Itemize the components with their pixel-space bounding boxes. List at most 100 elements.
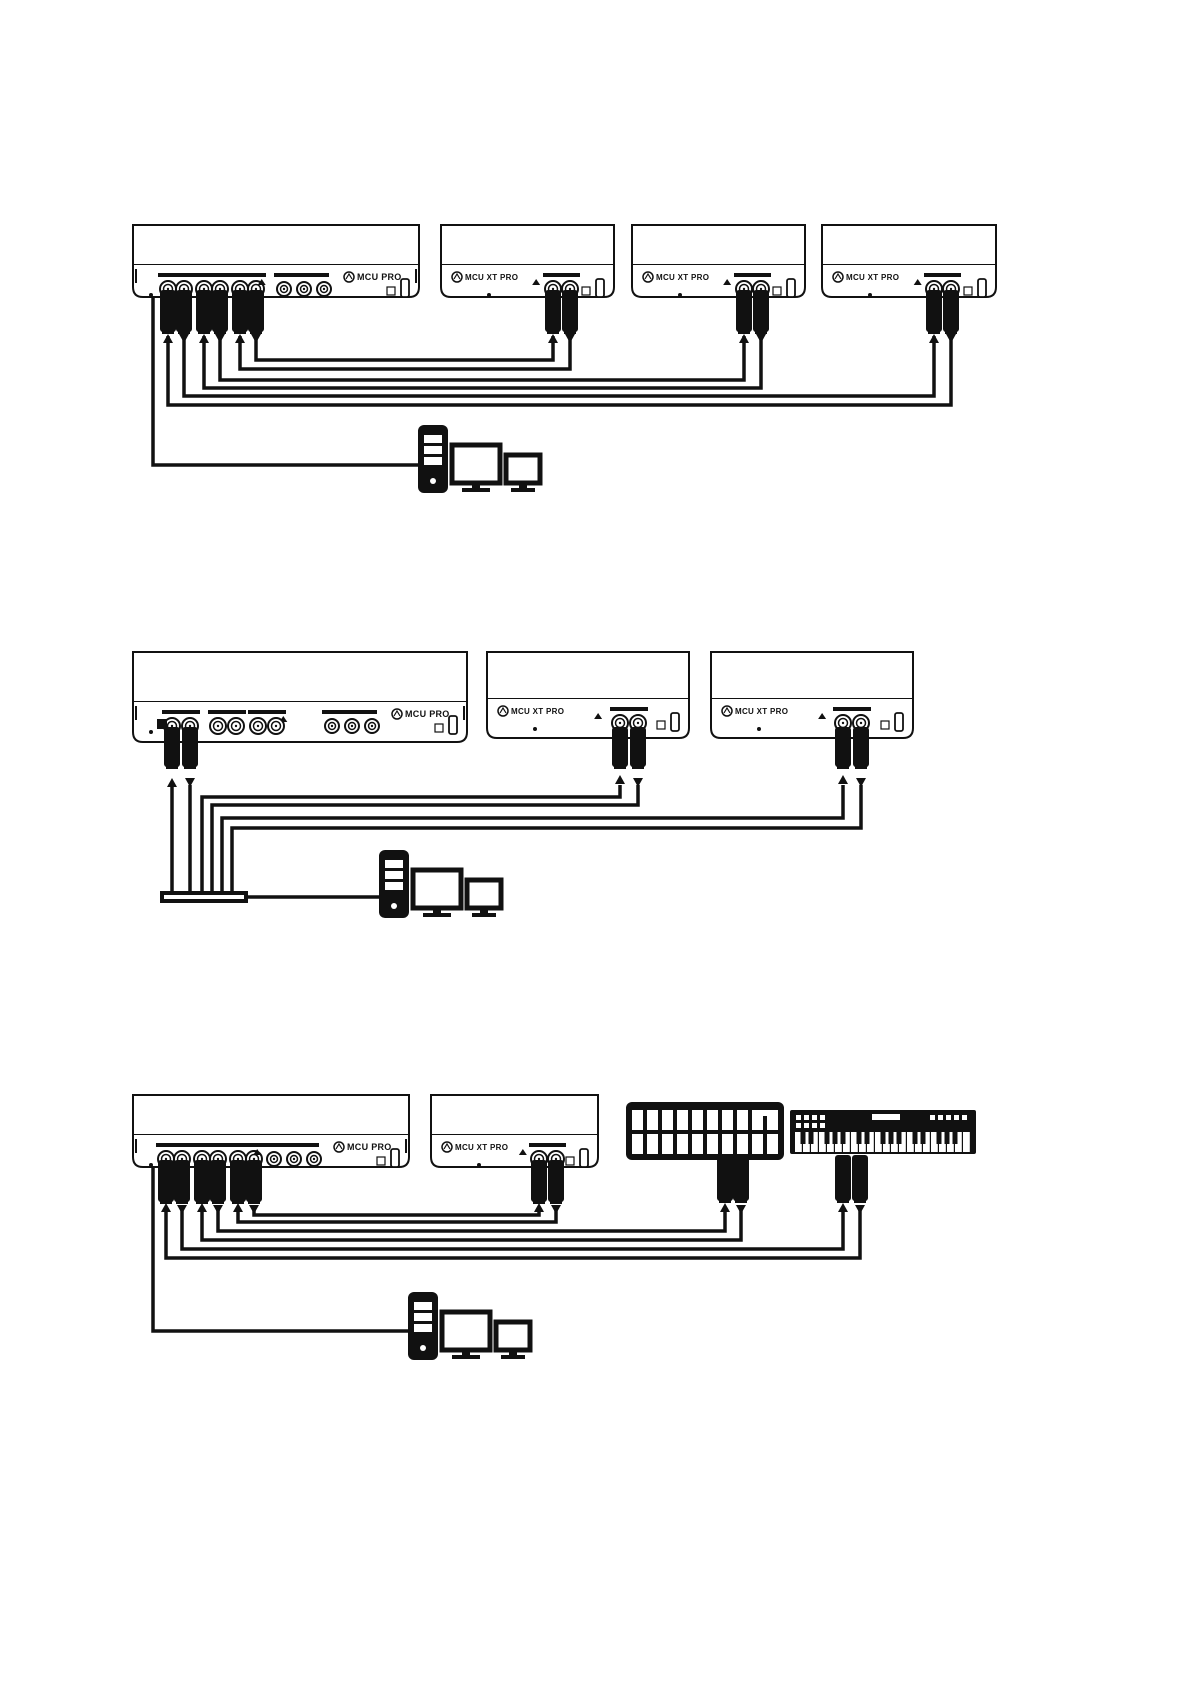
arrow-up-icon [235, 334, 245, 343]
arrow-up-icon [197, 1203, 207, 1212]
midi-plug [531, 1160, 547, 1204]
arrow-down-icon [249, 1205, 259, 1214]
midi-cable [222, 785, 843, 893]
power-switch-icon [580, 1149, 588, 1167]
midi-plug [835, 1155, 851, 1203]
black-key [953, 1132, 958, 1144]
midi-plug [736, 290, 752, 334]
computer-1 [418, 425, 540, 493]
device-brand-label: MCU PRO [405, 709, 450, 719]
midi-plug [943, 290, 959, 334]
device-brand-label: MCU XT PRO [656, 273, 709, 282]
black-key [937, 1132, 942, 1144]
midi-plug [212, 290, 228, 334]
power-switch-icon [978, 279, 986, 297]
midi-plug [176, 290, 192, 334]
midi-plug [232, 290, 248, 334]
midi-cable [166, 1210, 860, 1258]
arrow-up-icon [163, 334, 173, 343]
power-inlet-icon [582, 287, 590, 295]
keyboard-controller [790, 1110, 976, 1154]
power-inlet-icon [881, 721, 889, 729]
black-key [889, 1132, 894, 1144]
arrow-up-icon [534, 1203, 544, 1212]
arrow-down-icon [177, 1205, 187, 1214]
midi-plug [164, 727, 180, 769]
black-key [801, 1132, 806, 1144]
usb-hub [160, 891, 248, 903]
midi-plug [548, 1160, 564, 1204]
midi-plug [926, 290, 942, 334]
mcu-xt-pro-unit-3: MCU XT PRO [431, 1095, 598, 1167]
monitor-icon [496, 1322, 530, 1350]
black-key [825, 1132, 830, 1144]
power-inlet-icon [773, 287, 781, 295]
midi-cable [232, 785, 861, 893]
midi-cable [254, 1210, 539, 1215]
mcu-xt-pro-unit-1a: MCU XT PRO [441, 225, 614, 297]
arrow-down-icon [756, 334, 766, 343]
arrow-up-icon [233, 1203, 243, 1212]
power-inlet-icon [566, 1157, 574, 1165]
midi-plug [246, 1160, 262, 1204]
midi-plug [562, 290, 578, 334]
midi-plug [196, 290, 212, 334]
midi-plug [230, 1160, 246, 1204]
power-inlet-icon [964, 287, 972, 295]
midi-plug [630, 727, 646, 769]
arrow-down-icon [185, 778, 195, 787]
arrow-down-icon [736, 1205, 746, 1214]
midi-plug [853, 727, 869, 769]
mcu-xt-pro-unit-1b: MCU XT PRO [632, 225, 805, 297]
arrow-up-icon [838, 775, 848, 784]
pad-controller [626, 1102, 784, 1160]
arrow-down-icon [251, 334, 261, 343]
midi-plug [612, 727, 628, 769]
midi-cable [220, 336, 744, 380]
black-key [841, 1132, 846, 1144]
arrow-down-icon [633, 778, 643, 787]
arrow-down-icon [565, 334, 575, 343]
black-key [897, 1132, 902, 1144]
mcu-pro-unit-3: MCU PRO [133, 1095, 409, 1167]
computer-2 [379, 850, 501, 918]
computer-3 [408, 1292, 530, 1360]
monitor-icon [452, 445, 500, 483]
monitor-icon [467, 880, 501, 908]
midi-plug [194, 1160, 210, 1204]
midi-plug [174, 1160, 190, 1204]
arrow-down-icon [551, 1205, 561, 1214]
power-switch-icon [401, 279, 409, 297]
midi-plug [835, 727, 851, 769]
black-key [857, 1132, 862, 1144]
plug-layer [158, 290, 959, 1214]
usb-cable [153, 283, 420, 465]
black-key [809, 1132, 814, 1144]
arrow-up-icon [739, 334, 749, 343]
monitor-icon [506, 455, 540, 483]
midi-plug [733, 1155, 749, 1203]
midi-plug [210, 1160, 226, 1204]
black-key [833, 1132, 838, 1144]
mcu-xt-pro-unit-1c: MCU XT PRO [822, 225, 996, 297]
device-brand-label: MCU XT PRO [455, 1143, 508, 1152]
power-switch-icon [449, 716, 457, 734]
power-switch-icon [671, 713, 679, 731]
midi-plug [545, 290, 561, 334]
arrow-down-icon [856, 778, 866, 787]
mcu-pro-unit-1: MCU PRO [133, 225, 419, 297]
mcu-xt-pro-unit-2b: MCU XT PRO [711, 652, 913, 738]
arrow-up-icon [548, 334, 558, 343]
device-brand-label: MCU XT PRO [465, 273, 518, 282]
device-brand-label: MCU PRO [347, 1142, 392, 1152]
power-switch-icon [391, 1149, 399, 1167]
monitor-icon [413, 870, 461, 908]
arrow-down-icon [855, 1205, 865, 1214]
midi-plug [160, 290, 176, 334]
power-inlet-icon [387, 287, 395, 295]
arrow-up-icon [615, 775, 625, 784]
midi-plug [158, 1160, 174, 1204]
arrow-up-icon [199, 334, 209, 343]
black-key [865, 1132, 870, 1144]
